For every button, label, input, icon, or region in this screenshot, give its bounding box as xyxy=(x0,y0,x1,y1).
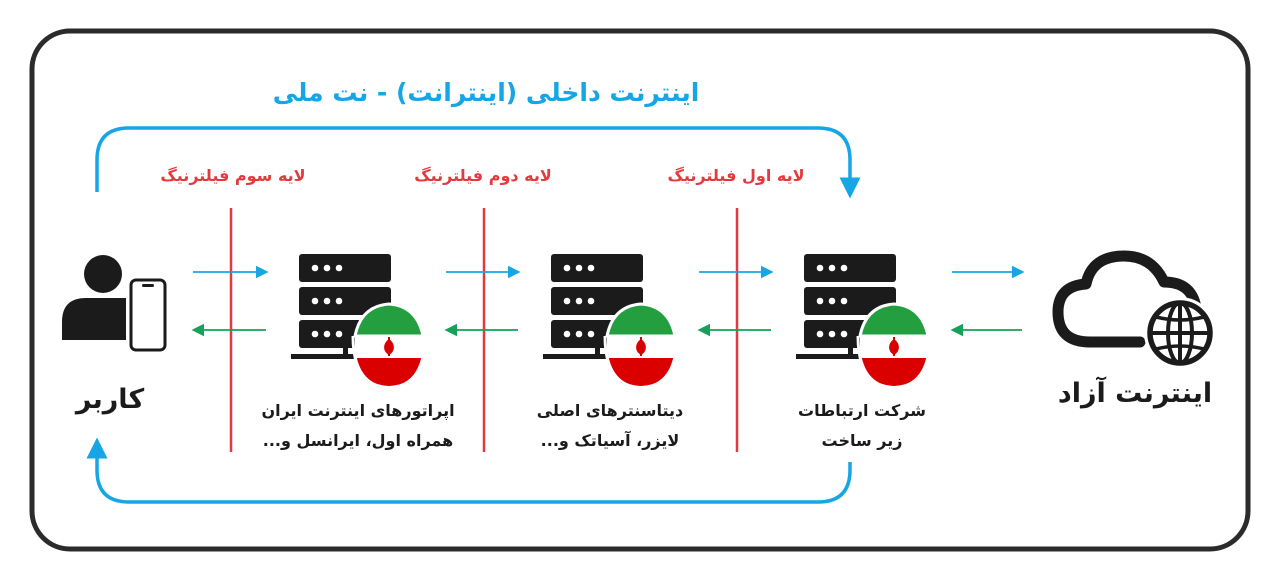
user-icon xyxy=(62,255,126,340)
diagram-title: اینترنت داخلی (اینترانت) - نت ملی xyxy=(272,78,700,107)
outer-frame xyxy=(29,28,1251,552)
iran-flag-icon xyxy=(856,302,932,390)
phone-icon xyxy=(128,278,168,353)
free-internet-label: اینترنت آزاد xyxy=(1057,378,1213,409)
user-label: کاربر xyxy=(75,384,145,415)
iran-flag-icon xyxy=(603,302,679,390)
intranet-bottom-arc xyxy=(86,437,852,504)
layer-second-label: لایه دوم فیلترنیگ xyxy=(414,166,552,185)
infra-company-label: شرکت ارتباطات زیر ساخت xyxy=(798,401,926,450)
operators-label: اپراتورهای اینترنت ایران همراه اول، ایرا… xyxy=(261,401,455,450)
datacenters-label: دیتاسنترهای اصلی لایزر، آسیاتک و... xyxy=(536,401,684,450)
layer-first-label: لایه اول فیلترنیگ xyxy=(667,166,805,185)
iran-flag-icon xyxy=(351,302,427,390)
cloud-icon xyxy=(1052,250,1202,348)
layer-third-label: لایه سوم فیلترنیگ xyxy=(160,166,306,185)
intranet-top-arc xyxy=(95,126,861,199)
globe-icon xyxy=(1144,297,1216,369)
